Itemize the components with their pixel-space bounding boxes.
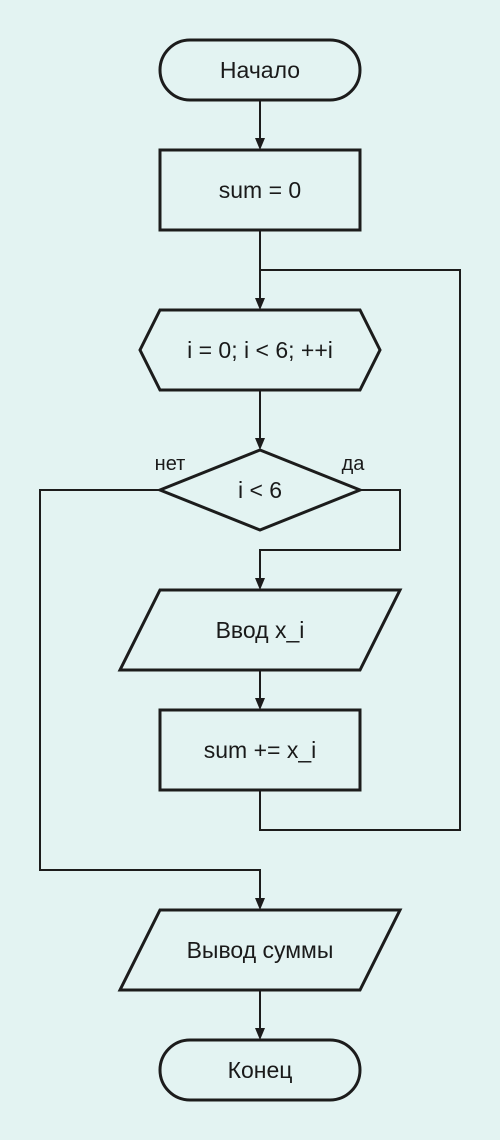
init-process-shape [158, 148, 362, 232]
arrowhead-condition [255, 438, 265, 450]
edge-condition-no-output [39, 489, 261, 900]
node-input: Ввод x_i [117, 588, 403, 672]
output-parallelogram-shape [117, 908, 403, 992]
edge-accumulate-loop-back [259, 269, 461, 831]
node-loop: i = 0; i < 6; ++i [138, 308, 382, 392]
output-label: Вывод суммы [187, 937, 334, 963]
input-label: Ввод x_i [216, 617, 305, 643]
end-label: Конец [228, 1057, 293, 1083]
arrowhead-accumulate [255, 698, 265, 710]
arrowhead-input [255, 578, 265, 590]
init-label: sum = 0 [219, 177, 301, 203]
node-output: Вывод суммы [117, 908, 403, 992]
accumulate-label: sum += x_i [204, 737, 317, 763]
loop-hexagon-shape [138, 308, 382, 392]
end-terminator-shape [158, 1038, 362, 1102]
arrowhead-output [255, 898, 265, 910]
node-condition: i < 6 нет да [155, 448, 366, 532]
arrowhead-init [255, 138, 265, 150]
condition-diamond-shape [155, 448, 365, 532]
node-init: sum = 0 [158, 148, 362, 232]
node-start: Начало [158, 38, 362, 102]
branch-yes-label: да [342, 453, 366, 475]
node-accumulate: sum += x_i [158, 708, 362, 792]
start-label: Начало [220, 57, 300, 83]
arrowhead-loop [255, 298, 265, 310]
loop-label: i = 0; i < 6; ++i [187, 337, 333, 363]
node-end: Конец [158, 1038, 362, 1102]
accumulate-process-shape [158, 708, 362, 792]
input-parallelogram-shape [117, 588, 403, 672]
edge-condition-yes-input [259, 489, 401, 580]
branch-no-label: нет [155, 453, 186, 475]
arrowhead-end [255, 1028, 265, 1040]
start-terminator-shape [158, 38, 362, 102]
connectors [39, 100, 461, 1040]
condition-label: i < 6 [238, 477, 282, 503]
